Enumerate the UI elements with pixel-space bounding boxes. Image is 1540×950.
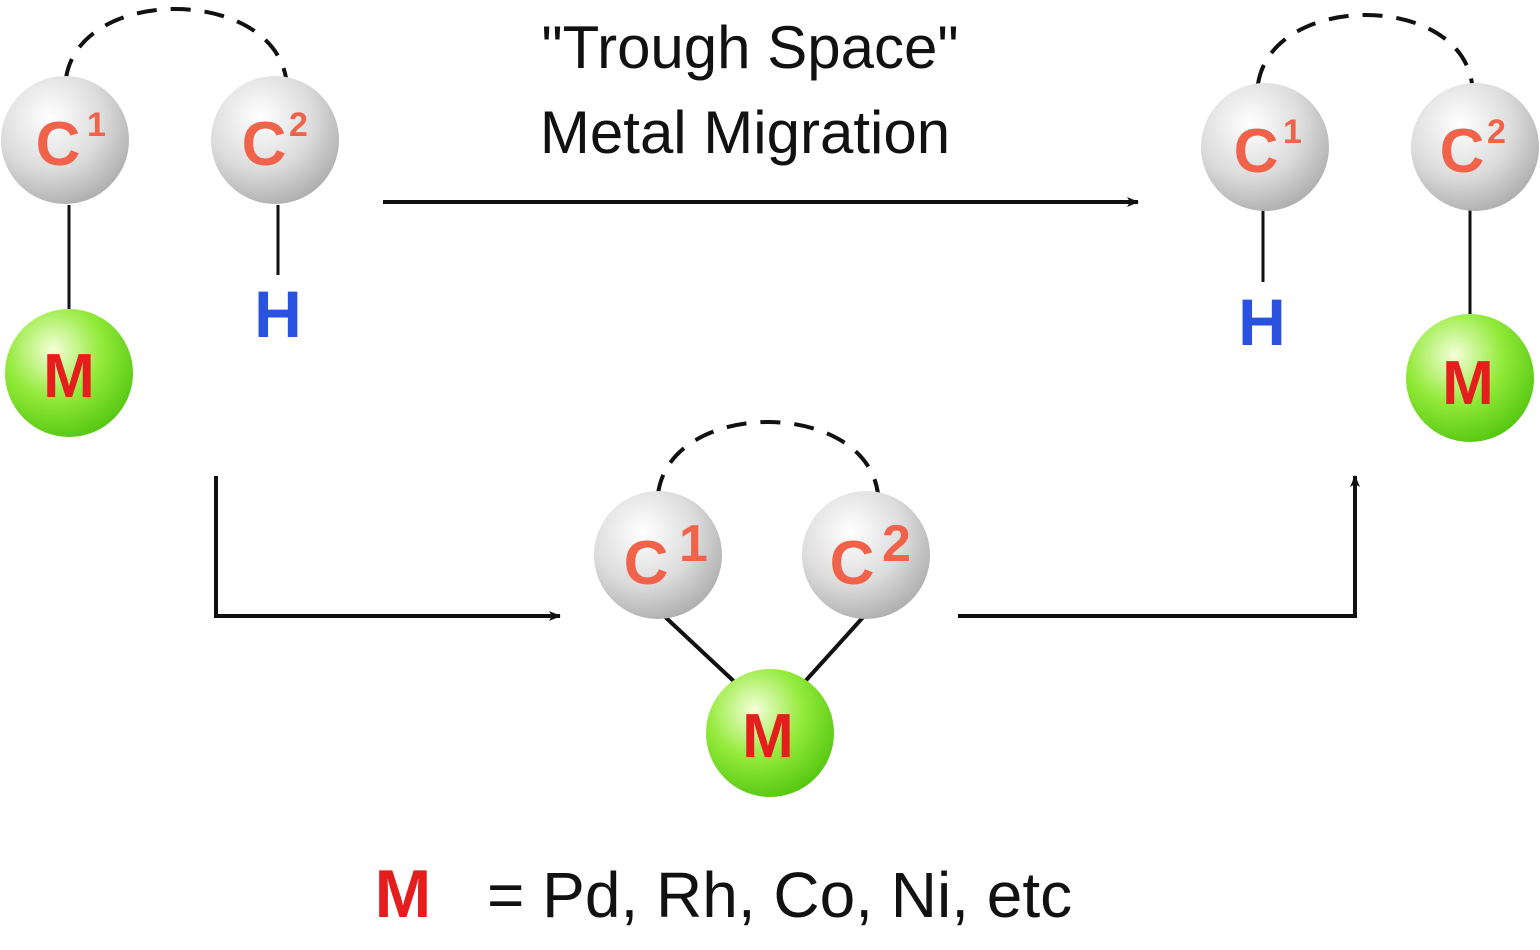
title-line-2: Metal Migration (540, 99, 950, 166)
reactant-structure: C 1 C 2 M H (1, 7, 339, 437)
reactant-c1-sphere (1, 76, 129, 204)
product-c2-index: 2 (1487, 113, 1506, 151)
reactant-c2-index: 2 (289, 106, 308, 144)
product-c2-label: C (1440, 117, 1485, 186)
intermediate-c1-m-bond (660, 612, 742, 689)
pathway-arrow-to-product (958, 475, 1360, 618)
intermediate-metal-sphere (706, 669, 834, 797)
reactant-c2-label: C (242, 110, 287, 179)
intermediate-c2-index: 2 (882, 515, 911, 573)
intermediate-c2-sphere (802, 491, 930, 619)
intermediate-c1-sphere (594, 491, 722, 619)
reactant-metal-label: M (43, 342, 95, 411)
intermediate-tether-dashed (656, 420, 880, 495)
product-tether-dashed (1256, 13, 1474, 85)
product-hydrogen-label: H (1238, 285, 1286, 359)
intermediate-metal-label: M (742, 702, 794, 771)
product-metal-sphere (1406, 314, 1534, 442)
reactant-c1-label: C (36, 110, 81, 179)
product-metal-label: M (1442, 349, 1494, 418)
reactant-hydrogen-label: H (254, 277, 302, 351)
reactant-metal-sphere (5, 309, 133, 437)
intermediate-c1-label: C (624, 529, 669, 598)
intermediate-c2-m-bond (798, 612, 868, 689)
product-c1-index: 1 (1283, 113, 1302, 151)
intermediate-c2-label: C (830, 529, 875, 598)
product-structure: C 1 C 2 H M (1201, 13, 1539, 442)
product-c1-sphere (1201, 83, 1329, 211)
intermediate-c1-index: 1 (679, 515, 708, 573)
pathway-arrow-into-intermediate (214, 476, 561, 621)
legend-metal-definition: = Pd, Rh, Co, Ni, etc (487, 859, 1072, 931)
reactant-c2-sphere (211, 76, 339, 204)
reactant-tether-dashed (64, 7, 288, 79)
product-c1-label: C (1234, 117, 1279, 186)
title-line-1: "Trough Space" (541, 14, 958, 81)
product-c2-sphere (1411, 83, 1539, 211)
legend: M = Pd, Rh, Co, Ni, etc (375, 856, 1072, 932)
reactant-c1-index: 1 (87, 106, 106, 144)
intermediate-structure: C 1 C 2 M (594, 420, 930, 797)
legend-metal-symbol: M (375, 856, 432, 932)
